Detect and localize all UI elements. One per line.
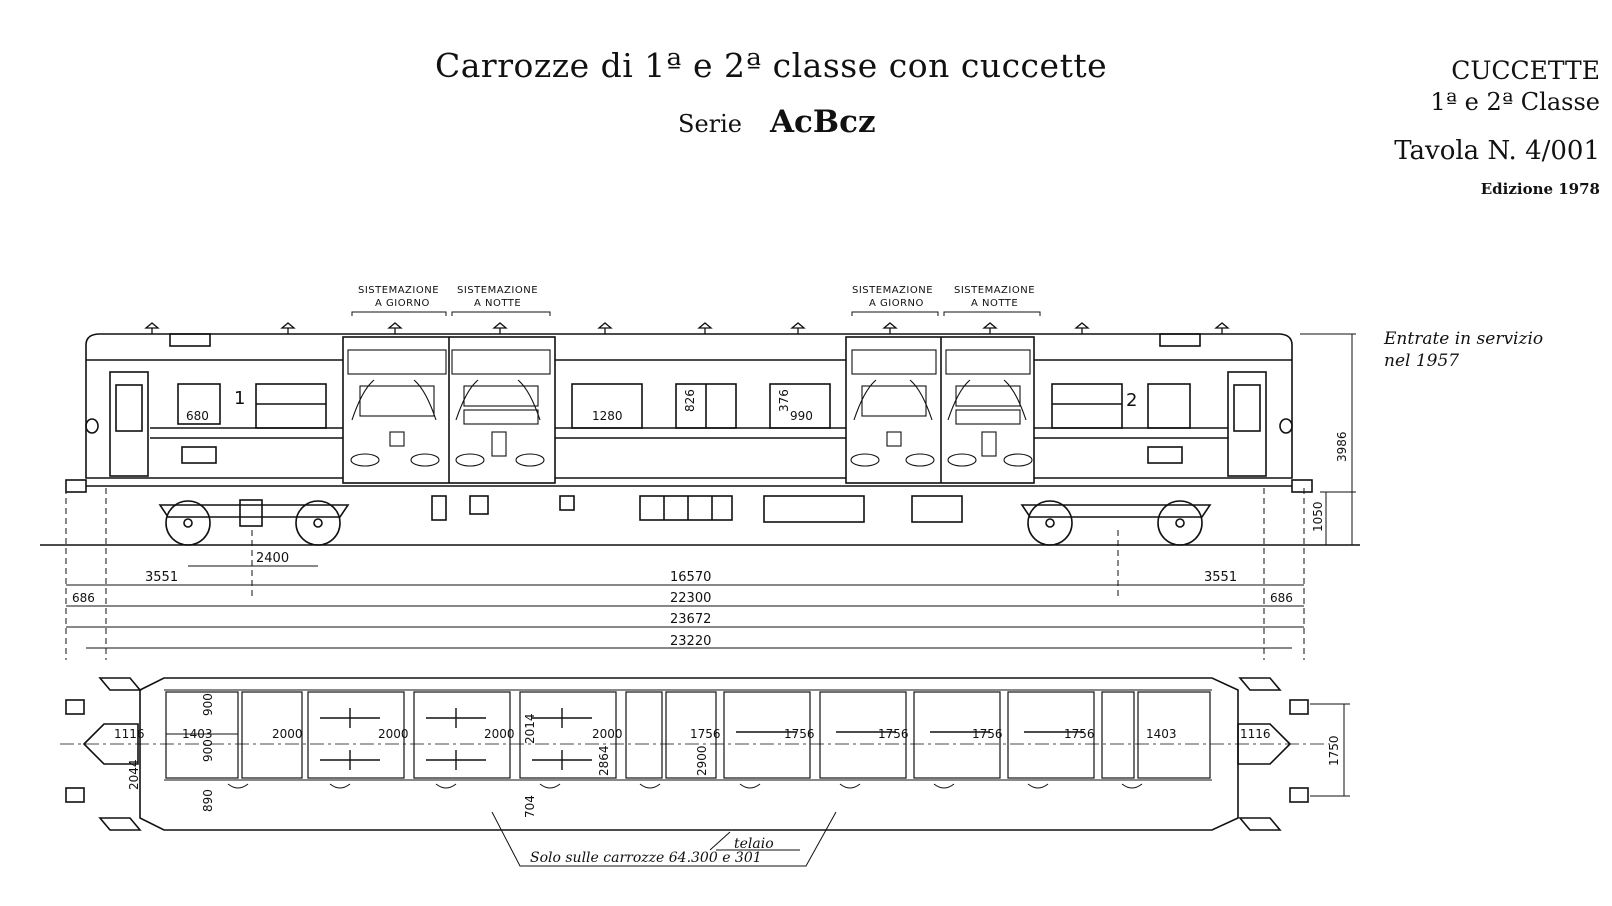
- dim-frame-length: 23220: [670, 634, 711, 649]
- first-class-compartments: [241, 691, 663, 779]
- window: [571, 383, 643, 429]
- window: [255, 383, 327, 429]
- telaio-label: telaio: [734, 836, 774, 852]
- compartment-dim: 1756: [690, 727, 721, 741]
- compartment-dim: 2000: [484, 727, 515, 741]
- battery-box: [639, 495, 733, 521]
- dim-overhang-right: 3551: [1204, 570, 1237, 585]
- service-note: Entrate in servizio nel 1957: [1384, 328, 1543, 372]
- dim-bogie-wheelbase: 2400: [256, 551, 289, 566]
- door-left: [109, 371, 149, 477]
- class-subtitle: 1ª e 2ª Classe: [1430, 88, 1600, 116]
- compartment-dim: 1756: [972, 727, 1003, 741]
- side-elevation: [65, 322, 1313, 546]
- body-outline: [85, 345, 1293, 479]
- small-dim: 704: [523, 795, 537, 818]
- window-dim: 376: [777, 389, 791, 412]
- window: [177, 383, 221, 425]
- dimension-lines: [65, 488, 1305, 660]
- small-dim: 2044: [127, 759, 141, 790]
- small-dim: 2864: [597, 745, 611, 776]
- series-label: Serie: [678, 110, 742, 138]
- label-notte-right-2: A NOTTE: [971, 298, 1018, 309]
- frame-footnote-leader: [491, 811, 837, 867]
- small-dim: 2900: [695, 745, 709, 776]
- plan-outline: [139, 677, 1239, 831]
- compartment-dim: 1756: [878, 727, 909, 741]
- roof-line: [85, 333, 1293, 346]
- window-dim: 1280: [592, 409, 623, 423]
- label-notte-right-1: SISTEMAZIONE: [954, 285, 1035, 296]
- dim-bogie-centres: 16570: [670, 570, 711, 585]
- dim-buffer-height: 1050: [1311, 501, 1325, 532]
- wc-dim-right: 1403: [1146, 727, 1177, 741]
- window-dim: 826: [683, 389, 697, 412]
- compartment-dim: 2000: [592, 727, 623, 741]
- drawing-title: Carrozze di 1ª e 2ª classe con cuccette: [435, 46, 1108, 85]
- label-giorno-left-1: SISTEMAZIONE: [358, 285, 439, 296]
- window: [1147, 383, 1191, 429]
- label-giorno-right-2: A GIORNO: [869, 298, 924, 309]
- wc-dim-left: 1403: [182, 727, 213, 741]
- second-class-compartments: [665, 691, 1135, 779]
- end-dim-right: 1116: [1240, 727, 1271, 741]
- footnote: Solo sulle carrozze 64.300 e 301: [530, 850, 762, 866]
- label-notte-left-1: SISTEMAZIONE: [457, 285, 538, 296]
- small-dim: 890: [201, 789, 215, 812]
- dim-overhang-left: 3551: [145, 570, 178, 585]
- series-code: AcBcz: [770, 104, 876, 140]
- small-dim: 900: [201, 739, 215, 762]
- dim-body-length: 22300: [670, 591, 711, 606]
- compartment-dim: 2000: [378, 727, 409, 741]
- compartment-dim: 1756: [1064, 727, 1095, 741]
- label-giorno-right-1: SISTEMAZIONE: [852, 285, 933, 296]
- plan-view: [60, 677, 1330, 831]
- edition: Edizione 1978: [1480, 180, 1600, 198]
- small-dim: 900: [201, 693, 215, 716]
- series-line: Serie AcBcz: [678, 104, 876, 140]
- small-dim: 2014: [523, 713, 537, 744]
- label-giorno-left-2: A GIORNO: [375, 298, 430, 309]
- wc-right: [1137, 691, 1211, 779]
- dim-width: 1750: [1327, 735, 1341, 766]
- plate-number: Tavola N. 4/001: [1394, 136, 1600, 166]
- window-dim: 990: [790, 409, 813, 423]
- wc-left: [165, 691, 239, 779]
- class-mark-second: 2: [1126, 390, 1137, 411]
- window: [769, 383, 831, 429]
- label-notte-left-2: A NOTTE: [474, 298, 521, 309]
- dim-end-right: 686: [1270, 591, 1293, 605]
- window: [1051, 383, 1123, 429]
- class-mark-first: 1: [234, 388, 245, 409]
- door-right: [1227, 371, 1267, 477]
- window-dim: 680: [186, 409, 209, 423]
- compartment-dim: 1756: [784, 727, 815, 741]
- bogie-right: [1020, 500, 1212, 546]
- service-note-line1: Entrate in servizio: [1384, 329, 1544, 349]
- dim-over-buffers: 23672: [670, 612, 711, 627]
- bogie-left: [158, 499, 350, 546]
- service-note-line2: nel 1957: [1384, 351, 1460, 371]
- dim-height: 3986: [1335, 431, 1349, 462]
- end-dim-left: 1116: [114, 727, 145, 741]
- category-title: CUCCETTE: [1451, 56, 1600, 85]
- compartment-dim: 2000: [272, 727, 303, 741]
- dim-end-left: 686: [72, 591, 95, 605]
